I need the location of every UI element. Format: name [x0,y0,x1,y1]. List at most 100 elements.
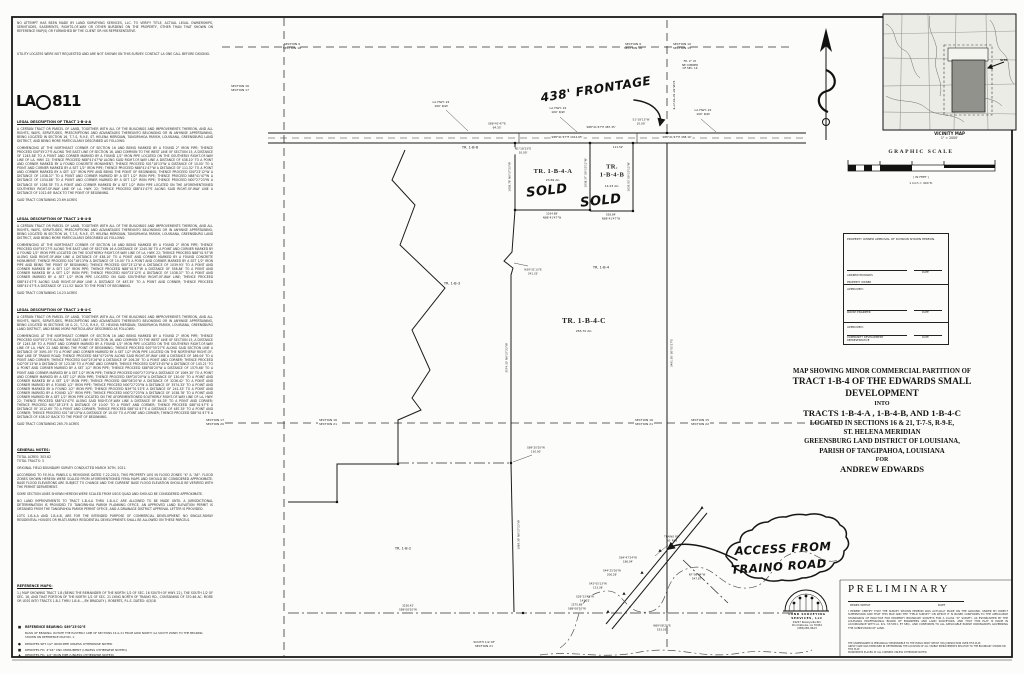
sheet-border [11,16,1013,658]
community-signature-line [847,335,907,336]
disclaimer-text: NO ATTEMPT HAS BEEN MADE BY LAND SURVEYI… [17,21,213,34]
approved-label-2: APPROVED: [847,325,864,329]
vicinity-map [882,13,1017,131]
legend-found-monument: DENOTES FD. 4"X4" CNC MONUMENT (UNLESS O… [25,647,127,652]
title-line-3: INTO [874,400,890,407]
handwritten-marks [633,99,850,582]
legal-b-metes: COMMENCING AT THE NORTHEAST CORNER OF SE… [17,242,213,288]
engineer-signature-line [847,310,907,311]
legal-c-closing: SAID TRACT CONTAINING 265.70 ACRES [17,422,80,427]
vicinity-title: VICINITY MAP [934,131,965,136]
north-arrow-icon [817,28,836,140]
title-line-5: LOCATED IN SECTIONS 16 & 21, T-7-S, R-9-… [809,420,955,428]
logo-address-1: 29227 Rosaryville RD. [792,620,822,624]
owner-name: ANDREW EDWARDS [847,274,873,278]
disclaimer-note: NO ATTEMPT HAS BEEN MADE BY LAND SURVEYI… [17,21,213,36]
owner-signature-line [847,270,907,271]
vicinity-caption: VICINITY MAP 1" = 2000' [883,131,1016,140]
community-date-label: DATE [922,336,929,339]
title-line-7: GREENSBURG LAND DISTRICT OF LOUISIANA, [804,438,960,446]
legal-c-metes: COMMENCING AT THE NORTHEAST CORNER OF SE… [17,333,213,420]
lots-note: LOTS 1-B-4-A AND 1-B-4-B, ARE FOR THE IN… [17,514,213,523]
reference-bearing: REFERENCE BEARING: S89°23'02"E [25,625,86,629]
legal-description-a: LEGAL DESCRIPTION OF TRACT 1-B-4-A A CER… [17,120,213,205]
legal-a-intro: A CERTAIN TRACT OR PARCEL OF LAND, TOGET… [17,126,213,143]
total-tracts: TOTAL TRACTS: 3 [17,458,44,463]
engineer-date-line [914,310,942,311]
surveyor-logo-text: LAND SURVEYING SERVICES, LLC 29227 Rosar… [776,612,838,631]
reference-maps-heading: REFERENCE MAPS: [17,584,53,588]
tract-c-boundaries [398,209,533,613]
legal-c-intro: A CERTAIN TRACT OR PARCEL OF LAND, TOGET… [17,314,213,331]
found-monument-icon: ■ [17,647,22,652]
cert-note-1: THE UNDERSIGNED IS PERSONALLY RESPONSIBL… [848,642,982,645]
legal-description-c: LEGAL DESCRIPTION OF TRACT 1-B-4-C A CER… [17,308,213,430]
general-notes: GENERAL NOTES: TOTAL ACRES: 303.62 TOTAL… [17,448,213,526]
title-line-6: ST. HELENA MERIDIAN [843,429,921,437]
title-line-8: PARISH OF TANGIPAHOA, LOUISIANA [819,447,945,455]
title-line-9: FOR [875,456,889,463]
legal-description-b: LEGAL DESCRIPTION OF TRACT 1-B-4-B A CER… [17,217,213,298]
la811-circle-icon [36,94,52,110]
legal-b-intro: A CERTAIN TRACT OR PARCEL OF LAND, TOGET… [17,223,213,240]
owner-approval-header: PROPERTY OWNER APPROVAL OF DIVISION SHOW… [847,237,936,241]
surveyor-name: DEREK WHEAT [850,603,871,607]
found-pipe-icon: ▲ [18,652,21,657]
community-label: COMMUNITY DEVELOPMENT REPRESENTATIVE [847,336,884,343]
community-date-line [914,335,942,336]
basis-of-bearing: BASIS OF BEARING: ROTATE THE EASTERLY LI… [25,631,203,639]
legal-b-closing: SAID TRACT CONTAINING 14.23 ACRES [17,290,78,295]
logo-name-2: SERVICES, LLC [791,615,823,620]
graphic-scale-unit: ( IN FEET ) [913,175,929,179]
reference-bearing-symbol: ■ [17,625,22,629]
graphic-scale-title: GRAPHIC SCALE [888,149,954,155]
legend-set-pipe: DENOTES SET 1/2" IRON PIPE UNLESS OTHERW… [25,642,113,647]
la811-la: LA [16,92,36,110]
legal-a-metes: COMMENCING AT THE NORTHEAST CORNER OF SE… [17,145,213,195]
legend-found-pipe: DENOTES FD. 1/2" IRON PIPE (UNLESS OTHER… [25,652,115,657]
cert-note-3: MONUMENTS PLACED AT ALL CORNERS UNLESS O… [848,650,928,654]
graphic-scale-ratio: 1 Inch = 400 ft. [909,181,933,185]
west-boundary [288,149,446,503]
access-cloud [725,513,850,582]
prelim-frame [839,579,1012,657]
owner-role: PROPERTY OWNER [847,280,872,284]
logo-address-2: Ponchatoula, LA 70454 [792,623,822,627]
surveyor-signature-line [848,601,964,602]
utility-note: UTILITY LOCATES WERE NOT REQUESTED AND A… [17,52,213,59]
surveyor-date-label: DATE [938,603,946,607]
legal-c-heading: LEGAL DESCRIPTION OF TRACT 1-B-4-C [17,308,92,312]
fema-note: ACCORDING TO F.E.M.A. PANELS & REVISIONS… [17,472,213,489]
reference-maps: REFERENCE MAPS: 1.) MAP SHOWING TRACT 1-… [17,584,213,606]
bearing-legend: ■ REFERENCE BEARING: S89°23'02"E BASIS O… [17,625,213,658]
tract-a-b-boundaries [514,143,634,212]
scaled-lines-note: SOME SECTION LINES SHOWN HEREON WERE SCA… [17,492,203,497]
title-line-2: DEVELOPMENT [845,388,919,399]
la-hwy-22-road [268,109,806,144]
cert-note-2: GREAT CARE WAS EXERCISED IN DETERMINING … [848,644,1006,651]
approval-box: PROPERTY OWNER APPROVAL OF DIVISION SHOW… [843,233,949,345]
traino-road [605,507,729,630]
title-line-4: TRACTS 1-B-4-A , 1-B-4-B, AND 1-B-4-C [802,407,962,418]
legal-a-heading: LEGAL DESCRIPTION OF TRACT 1-B-4-A [17,120,92,124]
title-line-10: ANDREW EDWARDS [839,463,925,474]
vicinity-site-parcel [951,59,986,113]
general-notes-heading: GENERAL NOTES: [17,448,50,452]
vicinity-scale: 1" = 2000' [940,136,959,140]
certification-notes: THE UNDERSIGNED IS PERSONALLY RESPONSIBL… [848,642,1008,654]
site-label: SITE [1000,58,1008,62]
utility-text: UTILITY LOCATES WERE NOT REQUESTED AND A… [17,52,211,56]
title-block: MAP SHOWING MINOR COMMERCIAL PARTITION O… [752,366,1012,476]
owner-date-label: DATE [922,271,929,274]
owner-date-line [914,270,942,271]
engineer-label: PARISH ENGINEER [847,311,871,314]
engineer-date-label: DATE [922,311,929,314]
logo-phone: (985)265-9613 [797,627,817,631]
legal-a-closing: SAID TRACT CONTAINING 23.69 ACRES [17,197,78,202]
total-acres: TOTAL ACRES: 303.62 [17,454,51,459]
title-line-0: MAP SHOWING MINOR COMMERCIAL PARTITION O… [792,367,972,375]
frontage-arrow [633,99,666,127]
graphic-scale-bar [847,160,996,172]
